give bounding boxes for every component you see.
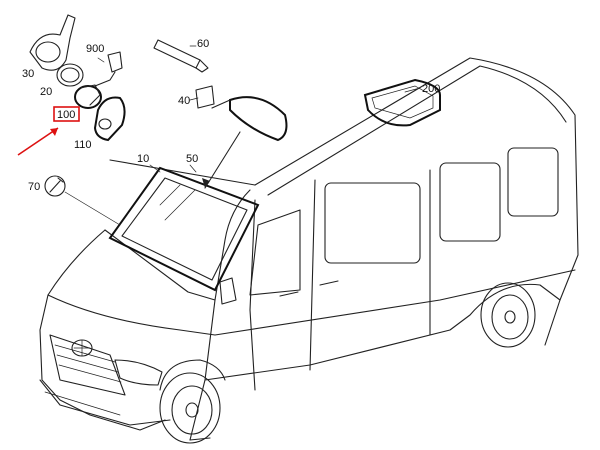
part-labels: 30 20 900 60 40 100 110 200 10 50 70 bbox=[22, 38, 440, 193]
part-sensor-100 bbox=[74, 84, 102, 109]
label-60: 60 bbox=[197, 38, 209, 50]
leader-lines bbox=[64, 45, 421, 226]
van-body bbox=[39, 57, 579, 444]
label-30: 30 bbox=[22, 68, 34, 80]
highlight-arrow bbox=[17, 127, 59, 156]
rearview-mirror bbox=[211, 96, 288, 142]
label-10: 10 bbox=[137, 153, 149, 165]
label-100-box bbox=[53, 106, 80, 122]
label-900: 900 bbox=[86, 43, 104, 55]
label-200: 200 bbox=[422, 83, 440, 95]
roof-window bbox=[363, 78, 441, 127]
label-20: 20 bbox=[40, 86, 52, 98]
part-clip-40 bbox=[195, 85, 215, 109]
label-70: 70 bbox=[28, 181, 40, 193]
label-50: 50 bbox=[186, 153, 198, 165]
part-ring-20 bbox=[56, 63, 84, 87]
part-bracket-30 bbox=[29, 14, 76, 71]
wrench-icon bbox=[44, 175, 66, 197]
label-40: 40 bbox=[178, 95, 190, 107]
label-100: 100 bbox=[57, 109, 75, 121]
part-plug-900 bbox=[94, 51, 123, 87]
part-tube-60 bbox=[153, 39, 209, 73]
part-cover-110 bbox=[93, 96, 126, 142]
label-110: 110 bbox=[74, 139, 92, 151]
windscreen bbox=[108, 166, 260, 292]
